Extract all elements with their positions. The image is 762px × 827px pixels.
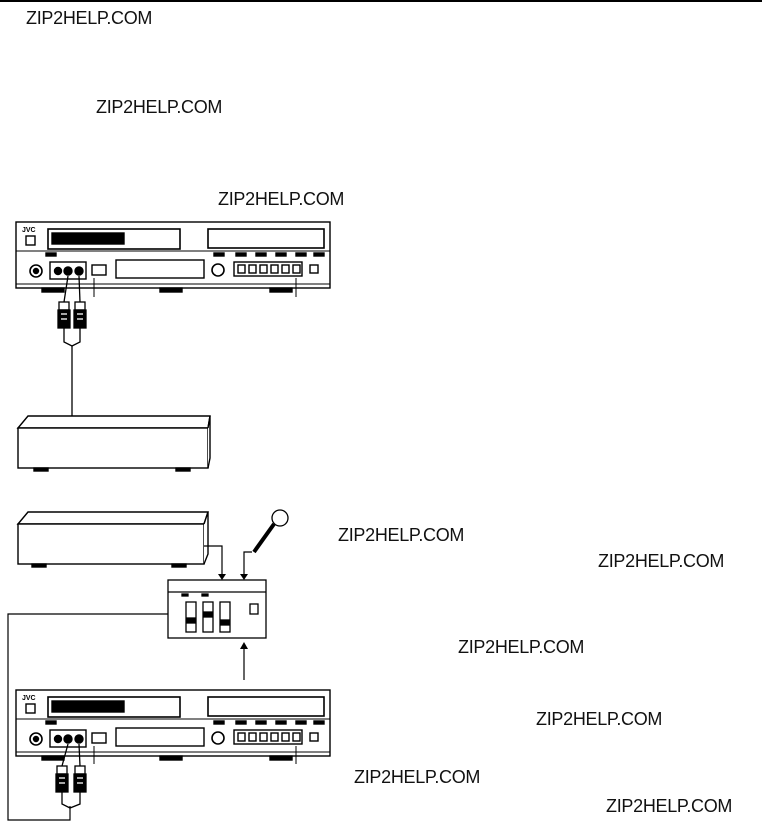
- recorder-deck-top: [15, 221, 331, 293]
- watermark-7: ZIP2HELP.COM: [536, 709, 663, 729]
- watermark-1: ZIP2HELP.COM: [26, 8, 153, 28]
- watermark-9: ZIP2HELP.COM: [606, 796, 733, 816]
- watermark-5: ZIP2HELP.COM: [598, 551, 725, 571]
- microphone-icon: [252, 509, 289, 554]
- watermark-4: ZIP2HELP.COM: [338, 525, 465, 545]
- rca-plugs-top: [57, 275, 87, 416]
- watermark-2: ZIP2HELP.COM: [96, 97, 223, 117]
- source-component-top: [16, 415, 211, 472]
- watermark-8: ZIP2HELP.COM: [354, 767, 481, 787]
- deck-bottom-brand: JVC: [22, 695, 36, 702]
- watermark-6: ZIP2HELP.COM: [458, 637, 585, 657]
- callout-lines-top: [93, 278, 297, 297]
- signal-wires: [7, 545, 252, 821]
- recorder-deck-bottom: [15, 689, 331, 761]
- arrowheads: [218, 574, 248, 649]
- top-rule: [0, 0, 762, 2]
- audio-mixer: [167, 579, 267, 639]
- rca-plugs-bottom: [55, 743, 87, 809]
- source-component-bottom: [16, 511, 209, 568]
- watermark-3: ZIP2HELP.COM: [218, 189, 345, 209]
- callout-lines-bottom: [93, 746, 297, 764]
- deck-top-brand: JVC: [22, 227, 36, 234]
